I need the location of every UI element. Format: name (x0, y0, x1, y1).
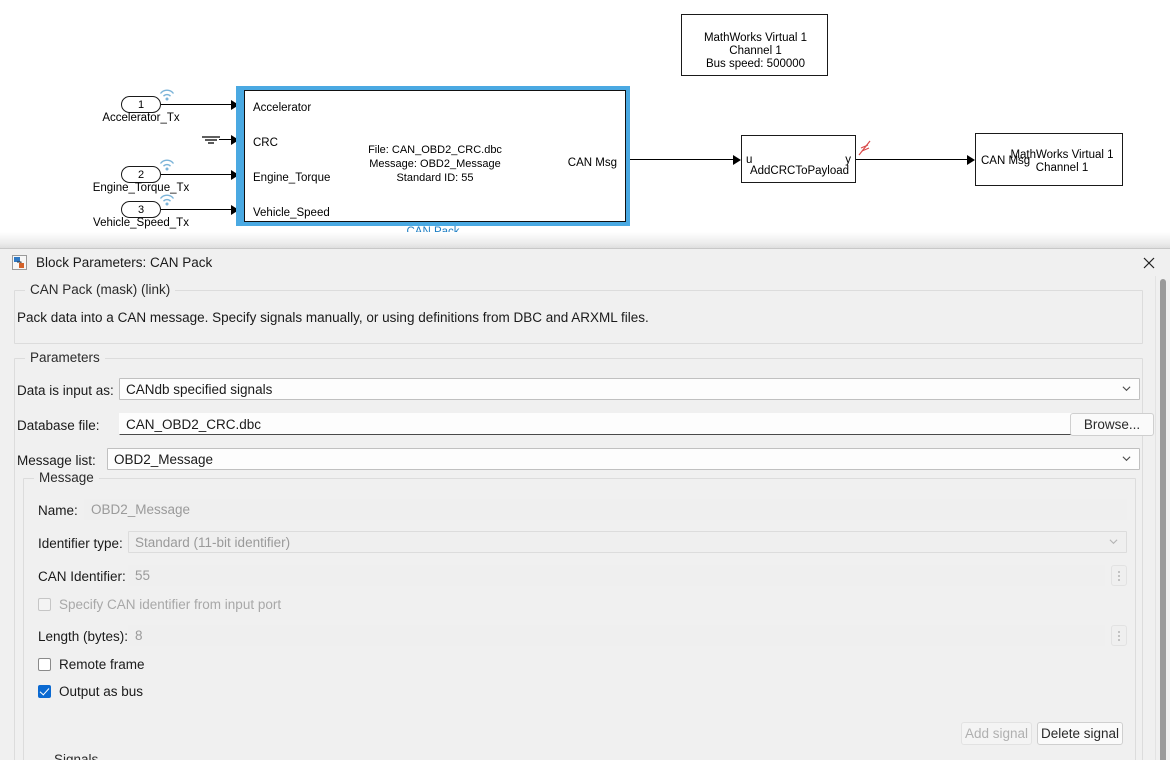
browse-button-label: Browse... (1083, 417, 1141, 432)
can-pack-block[interactable]: Accelerator CRC Engine_Torque Vehicle_Sp… (236, 86, 630, 226)
canvas-bottom-shadow (0, 232, 1170, 248)
dialog-titlebar: Block Parameters: CAN Pack (0, 249, 1170, 276)
arrow-transmit-in (967, 154, 975, 165)
length-bytes-label: Length (bytes): (38, 629, 129, 644)
chevron-down-icon (1109, 539, 1118, 545)
inport-caption-vehicle-speed: Vehicle_Speed_Tx (93, 217, 189, 229)
message-group: Message Name: OBD2_Message Identifier ty… (23, 470, 1136, 760)
port-label-engine-torque: Engine_Torque (253, 172, 331, 184)
ground-icon (202, 136, 220, 144)
inport-number: 2 (137, 168, 145, 181)
mask-description-text: Pack data into a CAN message. Specify si… (17, 310, 649, 325)
add-signal-button[interactable]: Add signal (961, 722, 1032, 745)
can-identifier-label: CAN Identifier: (38, 569, 126, 584)
port-label-u: u (746, 154, 753, 166)
wire-canpack-to-addcrc (630, 159, 735, 160)
port-label-can-msg-in: CAN Msg (981, 155, 1031, 167)
arrow-addcrc-in (733, 154, 741, 165)
remote-frame-checkbox-row[interactable]: Remote frame (38, 657, 145, 672)
identifier-type-select: Standard (11-bit identifier) (128, 531, 1127, 553)
length-bytes-stepper (1111, 625, 1127, 646)
message-name-value-field: OBD2_Message (84, 499, 1127, 520)
port-label-accelerator: Accelerator (253, 102, 312, 114)
inport-caption-engine-torque: Engine_Torque_Tx (92, 182, 190, 194)
block-parameters-dialog: Block Parameters: CAN Pack CAN Pack (mas… (0, 248, 1170, 760)
dialog-scrollbar[interactable] (1155, 276, 1170, 760)
add-crc-label: AddCRCToPayload (749, 165, 850, 177)
database-file-input[interactable]: CAN_OBD2_CRC.dbc (119, 413, 1073, 435)
chevron-down-icon (1122, 386, 1131, 392)
wire-addcrc-to-transmit (856, 159, 969, 160)
wireless-icon (159, 159, 175, 171)
port-label-vehicle-speed: Vehicle_Speed (253, 207, 330, 219)
add-crc-to-payload-block[interactable]: u y AddCRCToPayload (741, 135, 856, 183)
browse-button[interactable]: Browse... (1070, 413, 1154, 436)
message-list-value: OBD2_Message (114, 451, 214, 467)
remote-frame-label: Remote frame (59, 657, 145, 672)
specify-can-identifier-label: Specify CAN identifier from input port (59, 597, 282, 612)
data-input-as-select[interactable]: CANdb specified signals (119, 378, 1140, 400)
length-bytes-value: 8 (135, 628, 143, 643)
wireless-icon (159, 89, 175, 101)
dialog-scrollbar-thumb[interactable] (1160, 279, 1166, 760)
can-transmit-line2: Channel 1 (1035, 162, 1089, 174)
signal-crossing-icon (858, 140, 871, 156)
can-config-line3: Bus speed: 500000 (705, 58, 806, 70)
parameters-group: Parameters Data is input as: CANdb speci… (14, 350, 1154, 760)
message-group-title: Message (34, 470, 99, 485)
inport-number: 1 (137, 98, 145, 111)
can-config-line2: Channel 1 (729, 45, 782, 57)
port-label-can-msg-out: CAN Msg (567, 157, 617, 169)
port-label-y: y (845, 154, 851, 166)
chevron-down-icon (1122, 456, 1131, 462)
identifier-type-value: Standard (11-bit identifier) (135, 534, 291, 550)
can-transmit-block[interactable]: CAN Msg MathWorks Virtual 1 Channel 1 (975, 133, 1123, 186)
data-input-as-value: CANdb specified signals (126, 381, 273, 397)
specify-can-identifier-checkbox-row: Specify CAN identifier from input port (38, 597, 281, 612)
output-as-bus-checkbox-row[interactable]: Output as bus (38, 684, 143, 699)
can-identifier-value: 55 (135, 568, 151, 583)
close-icon[interactable] (1138, 252, 1160, 274)
specify-can-identifier-checkbox (38, 598, 51, 611)
inport-number: 3 (137, 203, 145, 216)
message-list-label: Message list: (17, 453, 96, 468)
port-label-crc: CRC (253, 137, 278, 149)
can-configuration-block[interactable]: MathWorks Virtual 1 Channel 1 Bus speed:… (681, 14, 828, 76)
can-identifier-stepper (1111, 565, 1127, 586)
database-file-value: CAN_OBD2_CRC.dbc (126, 416, 262, 432)
message-name-label: Name: (38, 503, 78, 518)
length-bytes-input: 8 (128, 625, 1105, 646)
inport-caption-accelerator: Accelerator_Tx (102, 112, 180, 124)
message-name-value: OBD2_Message (91, 502, 191, 517)
data-input-as-label: Data is input as: (17, 383, 114, 398)
can-identifier-input: 55 (128, 565, 1105, 586)
identifier-type-label: Identifier type: (38, 536, 123, 551)
remote-frame-checkbox[interactable] (38, 658, 51, 671)
can-config-line1: MathWorks Virtual 1 (703, 32, 808, 44)
add-signal-label: Add signal (964, 726, 1029, 741)
parameters-group-title: Parameters (25, 350, 105, 365)
wireless-icon (159, 194, 175, 206)
can-transmit-line1: MathWorks Virtual 1 (1010, 149, 1114, 161)
output-as-bus-label: Output as bus (59, 684, 144, 699)
simulink-canvas[interactable]: MathWorks Virtual 1 Channel 1 Bus speed:… (0, 0, 1170, 248)
mask-description-group: CAN Pack (mask) (link) Pack data into a … (14, 282, 1143, 344)
dialog-title: Block Parameters: CAN Pack (36, 255, 213, 270)
delete-signal-button[interactable]: Delete signal (1037, 722, 1123, 745)
message-list-select[interactable]: OBD2_Message (107, 448, 1140, 470)
database-file-label: Database file: (17, 418, 100, 433)
output-as-bus-checkbox[interactable] (38, 685, 51, 698)
can-pack-mask-text: File: CAN_OBD2_CRC.dbc Message: OBD2_Mes… (368, 144, 502, 184)
delete-signal-label: Delete signal (1040, 726, 1120, 741)
mask-group-title: CAN Pack (mask) (link) (25, 282, 176, 297)
simulink-block-icon (12, 255, 27, 270)
signals-group-title: Signals (49, 752, 104, 760)
